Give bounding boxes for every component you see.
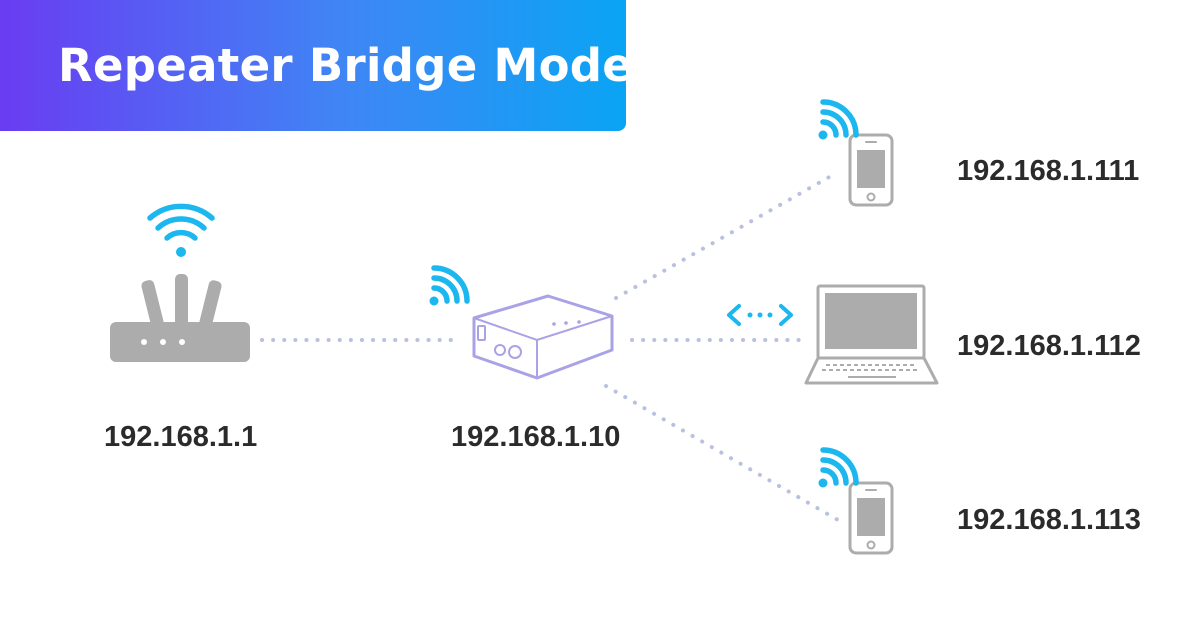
title-banner: Repeater Bridge Mode: [0, 0, 633, 131]
client-2-ip: 192.168.1.112: [957, 330, 1141, 362]
link-repeater-to-phone-2: [604, 384, 840, 522]
repeater-ip: 192.168.1.10: [451, 421, 621, 453]
bidirectional-arrow-icon: [727, 304, 793, 326]
phone-1-wifi-icon: [818, 99, 859, 140]
client-3-ip: 192.168.1.113: [957, 504, 1141, 536]
repeater-wifi-icon: [429, 265, 470, 306]
laptop-icon: [804, 284, 939, 385]
phone-2-wifi-icon: [818, 447, 859, 488]
router-icon: [110, 274, 250, 362]
smartphone-icon: [848, 133, 894, 207]
router-wifi-icon: [147, 203, 215, 257]
client-1-ip: 192.168.1.111: [957, 155, 1140, 187]
page-title: Repeater Bridge Mode: [58, 39, 634, 92]
main-router-ip: 192.168.1.1: [104, 421, 258, 453]
travel-router-icon: [472, 294, 614, 380]
link-repeater-to-phone-1: [614, 170, 840, 300]
smartphone-icon: [848, 481, 894, 555]
